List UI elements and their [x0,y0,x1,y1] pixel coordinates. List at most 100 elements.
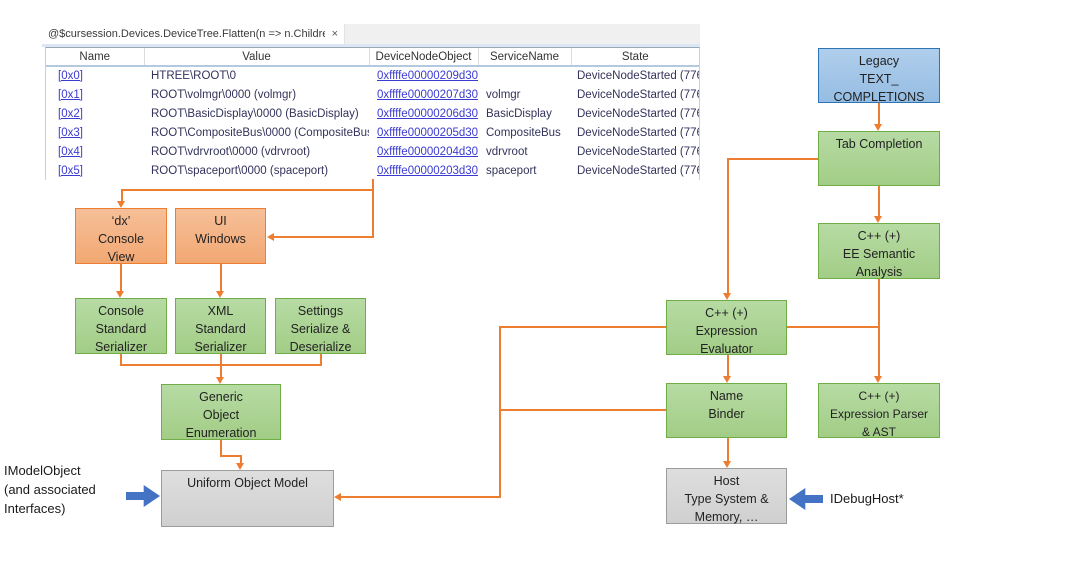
box-label: Tab Completion [835,137,923,151]
table-row: [0x4] ROOT\vdrvroot\0000 (vdrvroot) 0xffff… [46,142,699,161]
box-expression-parser-ast: C++ (+) Expression Parser & AST [818,383,940,439]
col-header-value[interactable]: Value [144,48,370,67]
row-name-link[interactable]: [0x5] [58,164,83,177]
table-row: [0x2] ROOT\BasicDisplay\0000 (BasicDispla… [46,104,699,123]
row-device-node-link[interactable]: 0xffffe00000205d30 [377,126,478,139]
arrowhead [723,461,731,468]
row-device-node-link[interactable]: 0xffffe00000206d30 [377,107,478,120]
connector-enumeration-to-model [220,455,242,457]
row-name-link[interactable]: [0x2] [58,107,83,120]
arrowhead [236,463,244,470]
row-service-name: BasicDisplay [486,107,552,120]
connector-table-to-uiwindows [274,236,374,238]
arrowhead [874,376,882,383]
row-device-node-link[interactable]: 0xffffe00000203d30 [377,164,478,177]
arrowhead [216,291,224,298]
box-label: Legacy TEXT_ COMPLETIONS [833,54,925,104]
arrowhead [334,493,341,501]
box-label: Console Standard Serializer [94,304,148,354]
idebughost-label: IDebugHost* [830,491,904,506]
connector-table-to-dx [121,189,123,202]
row-value: ROOT\BasicDisplay\0000 (BasicDisplay) [151,107,359,120]
row-device-node-link[interactable]: 0xffffe00000207d30 [377,88,478,101]
connector-evaluator-to-model [499,326,666,328]
device-table-panel: Name Value DeviceNodeObject ServiceName … [45,47,700,180]
connector-binder-to-host [727,438,729,461]
connector-legacy-to-tabcompletion [878,103,880,125]
box-label: UI Windows [195,214,246,246]
box-uniform-object-model: Uniform Object Model [161,470,334,527]
box-dx-console-view: ‘dx’ Console View [75,208,167,264]
close-icon[interactable]: × [331,28,338,40]
row-service-name [478,66,571,85]
row-name-link[interactable]: [0x4] [58,145,83,158]
box-expression-evaluator: C++ (+) Expression Evaluator [666,300,787,356]
box-label: Uniform Object Model [187,476,308,490]
watch-tab[interactable]: @$cursession.Devices.DeviceTree.Flatten(… [42,24,345,44]
box-label: Settings Serialize & Deserialize [289,304,352,354]
col-header-servicename[interactable]: ServiceName [478,48,572,67]
box-label: C++ (+) Expression Parser & AST [829,389,929,439]
watch-tab-bar: @$cursession.Devices.DeviceTree.Flatten(… [42,24,700,44]
arrowhead [723,376,731,383]
box-label: C++ (+) EE Semantic Analysis [842,229,916,279]
connector-model-drop [499,326,501,497]
row-service-name: CompositeBus [486,126,561,139]
row-name-link[interactable]: [0x0] [58,70,83,82]
row-value: ROOT\spaceport\0000 (spaceport) [151,164,329,177]
row-state: DeviceNodeStarted (776) [577,164,699,177]
box-settings-serialize-deserialize: Settings Serialize & Deserialize [275,298,366,354]
connector-evaluator-to-binder [727,355,729,376]
box-name-binder: Name Binder [666,383,787,438]
row-device-node-link[interactable]: 0xffffe00000204d30 [377,145,478,158]
connector-enumeration-to-model [220,440,222,457]
col-header-devicenodeobject[interactable]: DeviceNodeObject [369,48,479,67]
col-header-state[interactable]: State [571,48,699,67]
box-label: Name Binder [708,389,745,421]
connector-serializer-stub [320,354,322,365]
row-state: DeviceNodeStarted (776) [577,145,699,158]
table-row: [0x3]ROOT\CompositeBus\0000 (CompositeBu… [46,123,699,142]
box-legacy-text-completions: Legacy TEXT_ COMPLETIONS [818,48,940,104]
connector-into-model [341,496,501,498]
box-label: ‘dx’ Console View [98,214,144,264]
row-value: HTREE\ROOT\0 [151,70,236,82]
connector-binder-to-model [499,409,666,411]
row-value: ROOT\vdrvroot\0000 (vdrvroot) [151,145,311,158]
arrowhead [117,201,125,208]
row-device-node-link[interactable]: 0xffffe00000209d30 [377,70,478,82]
row-state: DeviceNodeStarted (776) [577,126,699,139]
row-state: DeviceNodeStarted (776) [577,107,699,120]
row-service-name: volmgr [486,88,521,101]
box-console-standard-serializer: Console Standard Serializer [75,298,167,354]
table-row: [0x5] ROOT\spaceport\0000 (spaceport) 0xff… [46,161,699,180]
tab-divider [42,44,700,47]
connector-evaluator-to-parser [787,326,880,328]
box-label: C++ (+) Expression Evaluator [695,306,758,356]
table-header-row: Name Value DeviceNodeObject ServiceName … [46,48,699,67]
row-name-link[interactable]: [0x1] [58,88,83,101]
arrowhead [267,233,274,241]
blue-arrow-left-icon [789,488,823,510]
box-label: Host Type System & Memory, … [684,474,769,524]
row-name-link[interactable]: [0x3] [58,126,83,139]
arrowhead [216,377,224,384]
connector-table-drop [372,179,374,237]
blue-arrow-right-icon [126,485,160,507]
connector-tabcompletion-to-evaluator [727,158,729,293]
device-table: Name Value DeviceNodeObject ServiceName … [46,48,699,180]
connector-serializer-stub [120,354,122,365]
connector-ui-to-xmlserializer [220,264,222,291]
connector-dx-to-consoleserializer [120,264,122,291]
arrowhead [874,124,882,131]
box-ee-semantic-analysis: C++ (+) EE Semantic Analysis [818,223,940,279]
arrowhead [874,216,882,223]
row-state: DeviceNodeStarted (776) [577,88,699,101]
col-header-name[interactable]: Name [46,48,145,67]
connector-enumeration-to-model [240,455,242,463]
row-service-name: vdrvroot [486,145,528,158]
box-xml-standard-serializer: XML Standard Serializer [175,298,266,354]
